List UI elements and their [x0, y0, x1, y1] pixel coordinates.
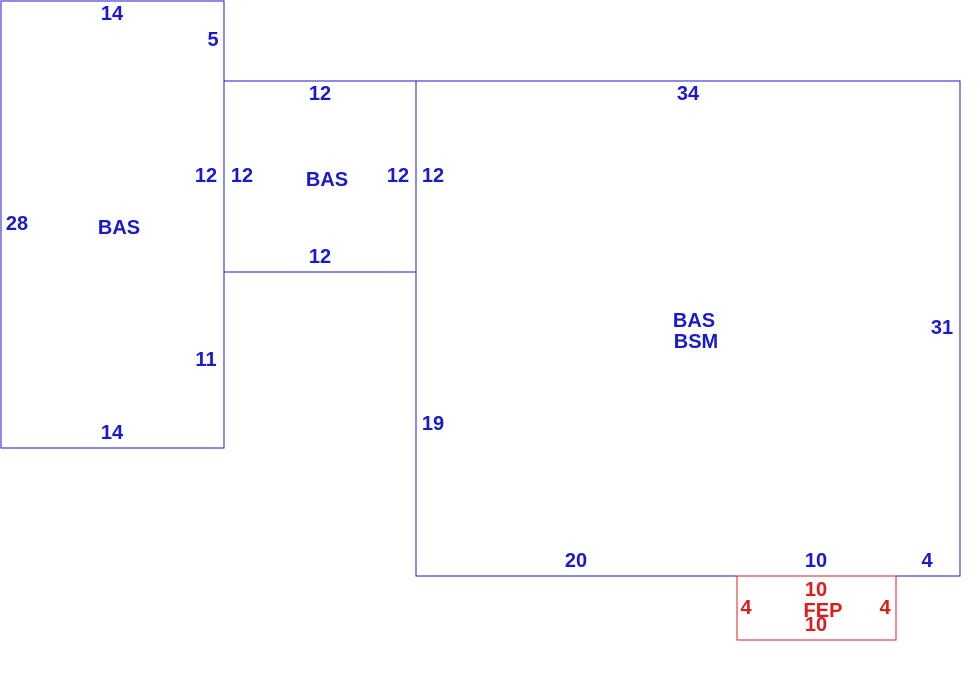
middle-area-code: BAS	[306, 169, 348, 191]
porch-right-dimension: 4	[879, 597, 891, 619]
right-bottom-left-dimension: 20	[565, 550, 587, 572]
left-bottom-dimension: 14	[101, 422, 124, 444]
middle-right-dimension: 12	[387, 165, 409, 187]
porch-fep-outline	[736, 575, 897, 641]
left-top-dimension: 14	[101, 3, 124, 25]
left-right-upper-dimension: 5	[207, 29, 218, 51]
porch-bottom-dimension: 10	[805, 614, 827, 636]
middle-top-dimension: 12	[309, 83, 331, 105]
right-area-code-bas: BAS	[673, 310, 715, 332]
porch-left-dimension: 4	[740, 597, 752, 619]
right-bottom-right-dimension: 4	[921, 550, 933, 572]
left-right-lower-dimension: 11	[195, 349, 216, 371]
left-area-code: BAS	[98, 217, 140, 239]
porch-top-dimension: 10	[805, 579, 827, 601]
right-right-dimension: 31	[931, 317, 953, 339]
right-bottom-mid-dimension: 10	[805, 550, 827, 572]
porch-area-code: FEP	[804, 600, 843, 622]
left-left-dimension: 28	[6, 213, 28, 235]
right-area-code-bsm: BSM	[674, 331, 718, 353]
right-bas-bsm-outline	[415, 80, 961, 577]
middle-bottom-dimension: 12	[309, 246, 331, 268]
right-top-dimension: 34	[677, 83, 700, 105]
right-left-upper-dimension: 12	[422, 165, 444, 187]
middle-left-dimension: 12	[231, 165, 253, 187]
right-left-lower-dimension: 19	[422, 413, 444, 435]
left-right-mid-dimension: 12	[195, 165, 217, 187]
